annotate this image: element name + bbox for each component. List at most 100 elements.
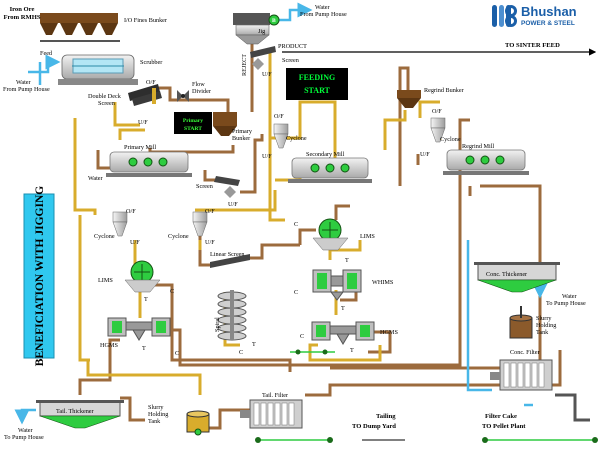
uf-mid-label: U/F: [228, 201, 238, 208]
conc-filter: [490, 359, 553, 391]
t1-label: T: [144, 296, 148, 303]
tailings-lines: [78, 42, 562, 430]
primary-line-2: START: [184, 126, 202, 132]
spiral: [217, 290, 247, 341]
t-whims-label: T: [341, 305, 345, 312]
regrind-bunker-label: Regrind Bunker: [424, 87, 464, 94]
slurry-right-label-3: Tank: [536, 329, 549, 336]
regrind-bunker: [397, 90, 421, 108]
t-right-label: T: [345, 257, 349, 264]
jig: [233, 13, 280, 45]
dd-screen-label: Double Deck: [88, 93, 122, 100]
product-label: PRODUCT: [278, 43, 307, 50]
regrind-mill: [443, 149, 529, 175]
diagram-title: BENEFICIATION WITH JIGGING: [34, 186, 46, 366]
water-top-label-2: From Pump House: [300, 11, 347, 18]
primary-bunker: [213, 112, 237, 136]
conc-filter-label: Conc. Filter: [510, 349, 540, 356]
t-hgms-label: T: [350, 347, 354, 354]
water-right-label: Water: [562, 293, 577, 300]
iron-ore-label: Iron Ore: [10, 6, 35, 13]
cyclone-regrind-label: Cyclone: [440, 136, 461, 143]
uf-top-label: U/F: [262, 71, 272, 78]
t3-label: T: [252, 341, 256, 348]
slurry-left-label-3: Tank: [148, 418, 161, 425]
secondary-mill-label: Secondary Mill: [306, 151, 345, 158]
linear-screen-label: Linear Screen: [210, 251, 245, 258]
secondary-mill: [288, 157, 372, 183]
conc-thickener-label: Conc. Thickener: [486, 271, 527, 278]
double-deck-screen: [128, 84, 162, 106]
tailing-label-2: TO Dump Yard: [352, 423, 396, 430]
filter-cake-label: Filter Cake: [485, 413, 517, 420]
slurry-left-label: Slurry: [148, 404, 164, 411]
labels: Iron Ore From RMHS I/O Fines Bunker Feed…: [3, 4, 586, 441]
c2-label: C: [175, 350, 179, 357]
spiral-label: Spiral: [214, 317, 221, 332]
c-whims-label: C: [294, 289, 298, 296]
cyclone1-label: Cyclone: [286, 135, 307, 142]
cyclone-left-1: [112, 211, 128, 237]
of-regrind-label: O/F: [432, 108, 442, 115]
hgms-left: [107, 317, 171, 341]
screen-top-label: Screen: [282, 57, 299, 64]
lims-left-label: LIMS: [98, 277, 113, 284]
product-lines: [73, 52, 442, 395]
logo-subtitle: POWER & STEEL: [521, 20, 575, 27]
uf-cyclone1-label: U/F: [262, 153, 272, 160]
fines-bunker: [40, 13, 120, 42]
primary-bunker-label: Primary: [232, 128, 253, 135]
primary-start-banner: Primary START: [174, 112, 212, 134]
scrubber-label: Scrubber: [140, 59, 162, 66]
whims: [312, 269, 362, 301]
tail-filter: [240, 399, 303, 429]
c-mid-label: C: [294, 221, 298, 228]
linear-screen: [210, 254, 250, 268]
tail-thickener: [36, 400, 124, 429]
cyclone-left-label: Cyclone: [94, 233, 115, 240]
primary-bunker-label-2: Bunker: [232, 135, 250, 142]
regrind-mill-label: Regrind Mill: [462, 143, 494, 150]
tail-filter-label: Tail. Filter: [262, 392, 288, 399]
logo-mark-icon: [492, 5, 517, 27]
filter-cake-line: [555, 393, 590, 422]
feeding-line-1: FEEDING: [299, 73, 335, 82]
c3-label: C: [239, 349, 243, 356]
lims-left: [124, 260, 161, 293]
hgms-right: [311, 321, 375, 345]
sinter-feed-label: TO SINTER FEED: [505, 42, 560, 49]
flow-divider-label: Flow: [192, 81, 205, 88]
tail-thickener-label: Tail. Thickener: [56, 408, 94, 415]
screen-mid-label: Screen: [196, 183, 213, 190]
screen-mid: [214, 176, 240, 198]
flow-divider: [177, 90, 189, 102]
lims-right-label: LIMS: [360, 233, 375, 240]
water-label-1b: From Pump House: [3, 86, 50, 93]
slurry-tank-left: [186, 410, 210, 436]
cyclone-left2-label: Cyclone: [168, 233, 189, 240]
uf-left2-label: U/F: [205, 239, 215, 246]
reject-label: REJECT: [241, 54, 248, 76]
water-mill-label: Water: [88, 175, 103, 182]
cyclone-left-2: [192, 211, 208, 237]
c1-label: C: [170, 288, 174, 295]
primary-mill: [106, 151, 192, 177]
jig-badge: B: [272, 18, 276, 24]
logo-wordmark: Bhushan: [521, 4, 577, 19]
feed-label: Feed: [40, 50, 53, 57]
fines-bunker-label: I/O Fines Bunker: [124, 17, 167, 24]
water-left-bottom-label: Water: [18, 427, 33, 434]
primary-line-1: Primary: [183, 118, 203, 124]
uf-regrind-label: U/F: [420, 151, 430, 158]
of-cyclone1-label: O/F: [274, 113, 284, 120]
company-logo: Bhushan POWER & STEEL: [492, 4, 577, 27]
pump-dots: [255, 349, 598, 443]
conc-thickener: [474, 262, 560, 293]
scrubber: [58, 54, 138, 85]
filter-cake-label-2: TO Pellet Plant: [482, 423, 526, 430]
hgms-left-label: HGMS: [100, 342, 118, 349]
t2-label: T: [142, 345, 146, 352]
feeding-start-banner: FEEDING START: [286, 68, 348, 100]
